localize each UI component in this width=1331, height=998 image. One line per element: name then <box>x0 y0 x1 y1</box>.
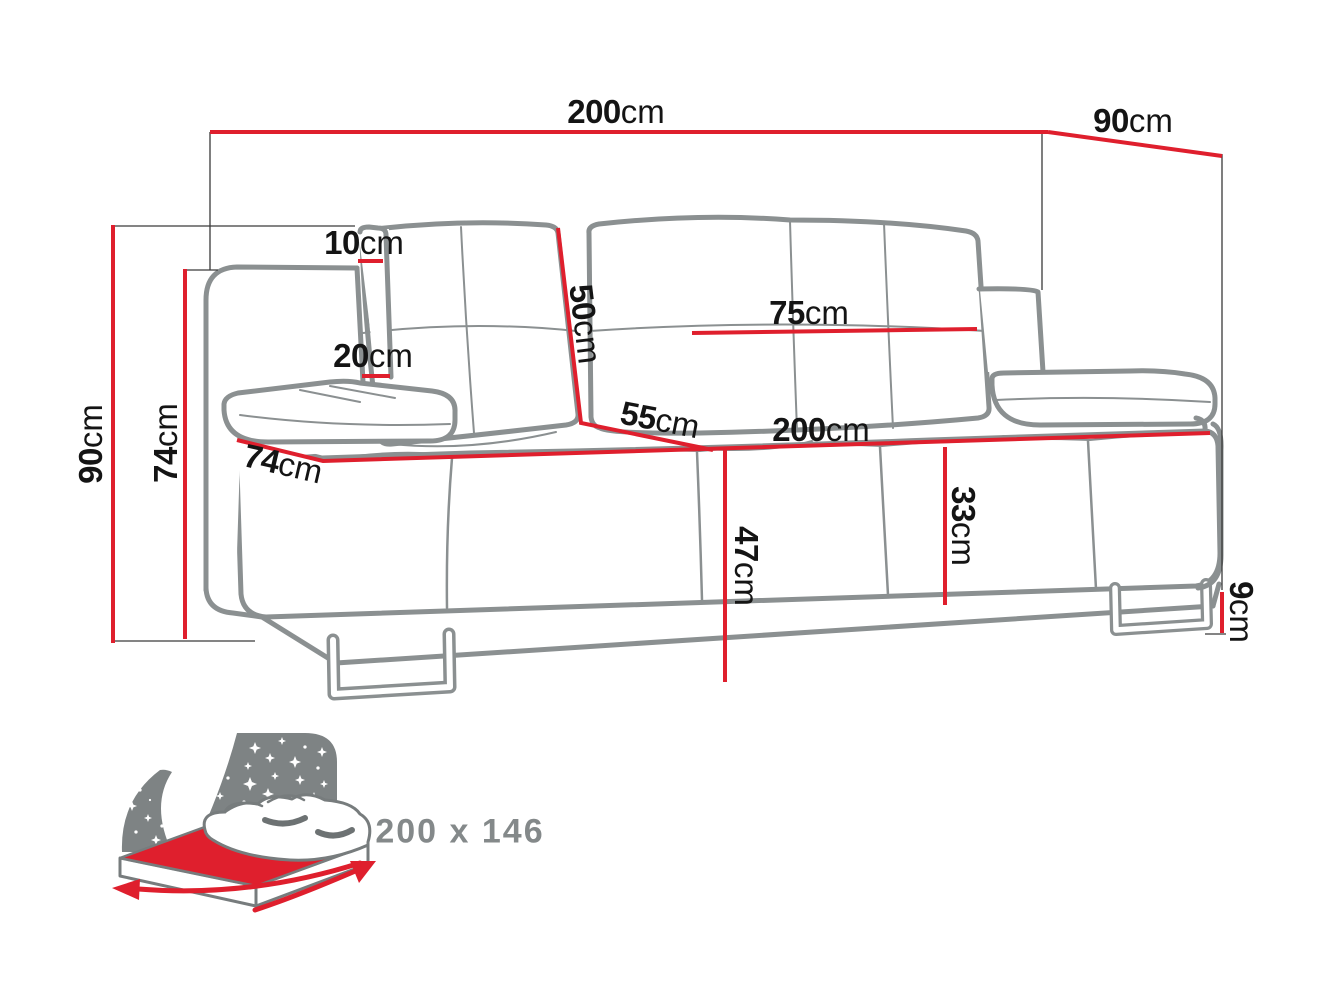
dim-label-back-cushion-width: 75cm <box>769 294 849 332</box>
dim-unit: cm <box>147 403 184 448</box>
sleeping-area-label: 200 x 146 <box>375 812 545 851</box>
dim-unit: cm <box>368 337 413 374</box>
dim-label-armrest-top-thickness: 10cm <box>324 224 404 262</box>
dim-unit: cm <box>620 93 665 130</box>
arrow-head-right <box>350 861 376 883</box>
dim-value: 20 <box>333 337 369 374</box>
dim-label-leg-height: 9cm <box>1222 581 1260 643</box>
dim-label-armrest-height: 74cm <box>147 403 185 483</box>
dim-value: 33 <box>945 486 982 522</box>
dim-label-base-height: 33cm <box>944 486 982 566</box>
left-armrest <box>203 224 458 620</box>
dim-unit: cm <box>945 521 982 566</box>
dim-value: 10 <box>324 224 360 261</box>
dim-unit: cm <box>566 317 609 366</box>
dim-line-backrest-seat-depth <box>556 227 714 452</box>
dim-value: 47 <box>728 526 765 562</box>
dim-line-seat-width <box>236 431 1211 464</box>
duvet-fold-shadow <box>262 815 308 827</box>
dim-unit: cm <box>728 561 765 606</box>
dim-value: 9 <box>1223 581 1260 599</box>
dim-value: 200 <box>567 93 621 130</box>
plinth <box>259 581 1222 666</box>
dim-value: 74 <box>147 447 184 483</box>
right-armrest <box>989 368 1224 591</box>
duvet-fold-shadow <box>315 827 355 839</box>
dim-unit: cm <box>652 400 703 446</box>
dim-value: 50 <box>562 282 604 323</box>
dim-label-overall-depth: 90cm <box>1093 102 1173 140</box>
size-arrows <box>112 860 376 913</box>
dim-unit: cm <box>1128 102 1173 139</box>
dimension-lines <box>111 130 1224 682</box>
dim-value: 90 <box>72 448 109 484</box>
dim-label-seat-width: 200cm <box>772 411 870 449</box>
dim-unit: cm <box>804 294 849 331</box>
dim-unit: cm <box>825 411 870 448</box>
dim-value: 90 <box>1093 102 1129 139</box>
duvet <box>202 793 372 862</box>
dim-value: 200 <box>772 411 826 448</box>
sofa-drawing <box>203 214 1224 701</box>
headboard-star-panel-sliver <box>121 769 172 852</box>
dim-label-seat-height: 47cm <box>727 526 765 606</box>
sofa-legs <box>326 578 1213 701</box>
dim-line-overall-depth <box>1047 130 1223 158</box>
right-wing-panel <box>976 286 1046 375</box>
dim-label-armrest-thickness: 20cm <box>333 337 413 375</box>
dim-unit: cm <box>72 404 109 449</box>
dim-line-cushion-width <box>691 327 978 335</box>
dim-unit: cm <box>359 224 404 261</box>
bed-unfolding-icon <box>112 733 376 913</box>
construction-lines <box>113 132 1226 642</box>
dim-value: 75 <box>769 294 805 331</box>
dim-label-overall-height: 90cm <box>72 404 110 484</box>
arrow-head-left <box>112 879 140 900</box>
dim-label-overall-width: 200cm <box>567 93 665 131</box>
dim-unit: cm <box>1223 598 1260 643</box>
